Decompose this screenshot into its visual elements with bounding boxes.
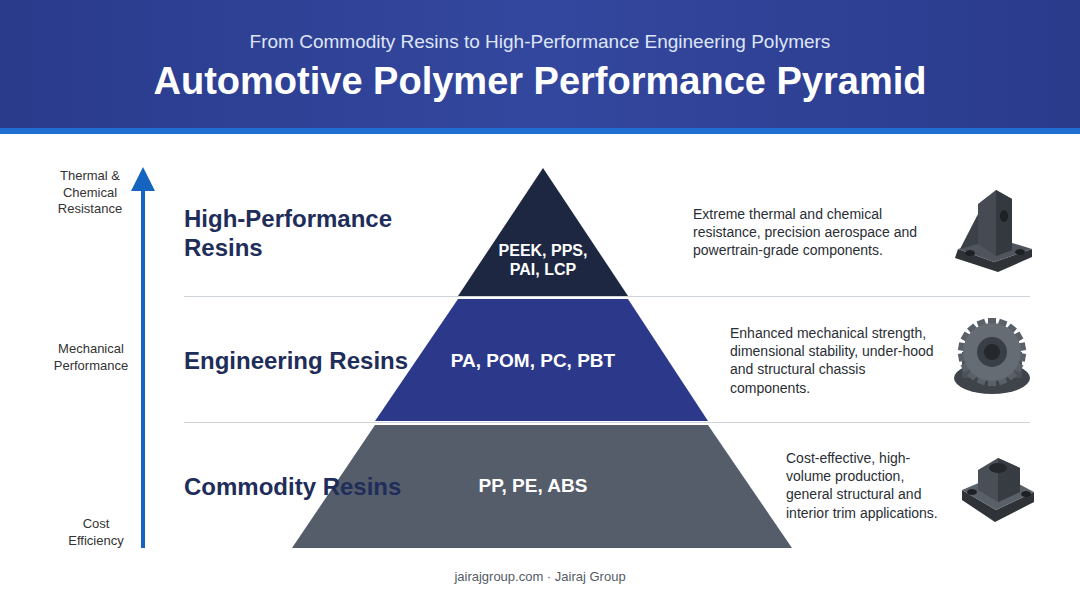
bracket-icon: [955, 190, 1032, 272]
page-title: Automotive Polymer Performance Pyramid: [0, 59, 1080, 105]
tier-separator: [184, 296, 1030, 297]
axis-label: Cost Efficiency: [58, 516, 134, 550]
gear-icon: [954, 318, 1030, 394]
resin-list: PEEK, PPS, PAI, LCP: [492, 241, 594, 279]
subtitle: From Commodity Resins to High-Performanc…: [0, 30, 1080, 55]
pyramid-tier: Commodity ResinsPP, PE, ABS: [292, 425, 792, 548]
pyramid-tier: Engineering ResinsPA, POM, PC, PBT: [375, 299, 708, 421]
header-band: [0, 0, 1080, 128]
tier-heading: High-Performance Resins: [184, 205, 444, 263]
header-stripe: [0, 128, 1080, 134]
tier-separator: [184, 422, 1030, 423]
tier-heading: Commodity Resins: [184, 473, 444, 502]
housing-icon: [962, 458, 1034, 522]
footer-caption: jairajgroup.com · Jairaj Group: [0, 569, 1080, 585]
resin-list: PA, POM, PC, PBT: [418, 350, 648, 373]
tier-description: Extreme thermal and chemical resistance,…: [693, 205, 941, 260]
tier-description: Enhanced mechanical strength, dimensiona…: [730, 324, 944, 397]
axis-label: Mechanical Performance: [48, 341, 134, 375]
pyramid-tier: High-Performance ResinsPEEK, PPS, PAI, L…: [458, 168, 628, 296]
axis-arrow: [131, 167, 155, 548]
tier-fill: [458, 168, 628, 296]
resin-list: PP, PE, ABS: [373, 475, 693, 498]
tier-heading: Engineering Resins: [184, 347, 444, 376]
tier-description: Cost-effective, high-volume production, …: [786, 449, 954, 522]
axis-label: Thermal & Chemical Resistance: [44, 168, 136, 219]
tier-fill: [375, 299, 708, 421]
